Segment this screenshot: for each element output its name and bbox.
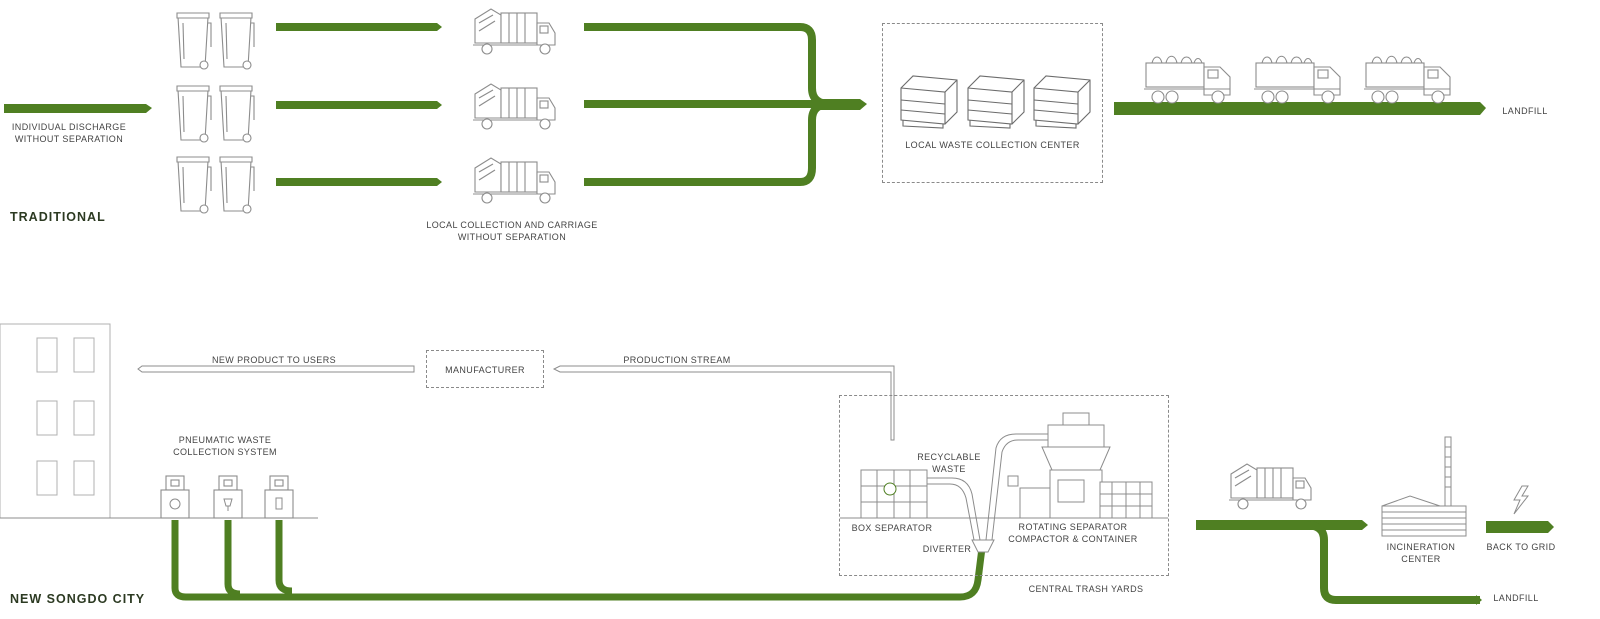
landfill-label-top: LANDFILL	[1502, 106, 1548, 116]
recycle-dump-truck-icon	[1363, 55, 1451, 104]
waste-bin-icon	[219, 85, 255, 143]
recyclable-label: RECYCLABLE WASTE	[914, 451, 984, 475]
pneumatic-label-line2: COLLECTION SYSTEM	[173, 447, 277, 457]
underground-pipes	[171, 520, 986, 601]
collection-label-line1: LOCAL COLLECTION AND CARRIAGE	[426, 220, 598, 230]
recyclable-label-line2: WASTE	[932, 464, 966, 474]
new-product-label: NEW PRODUCT TO USERS	[211, 355, 336, 365]
manufacturer-label: MANUFACTURER	[445, 365, 525, 375]
rotating-label-line2: COMPACTOR & CONTAINER	[1008, 534, 1138, 544]
building-icon	[0, 323, 111, 519]
production-stream-label: PRODUCTION STREAM	[623, 355, 731, 365]
collection-center-box	[882, 23, 1103, 183]
to-landfill-flow	[1114, 102, 1486, 115]
recycle-icon	[169, 498, 181, 510]
trash-yards-label: CENTRAL TRASH YARDS	[1028, 584, 1144, 594]
center-label: LOCAL WASTE COLLECTION CENTER	[905, 140, 1080, 150]
merge-arrow	[812, 99, 867, 110]
incineration-label-line2: CENTER	[1401, 554, 1441, 564]
glass-icon	[223, 498, 233, 511]
garbage-truck-icon	[472, 157, 556, 204]
incineration-label-line1: INCINERATION	[1386, 542, 1456, 552]
waste-bin-icon	[219, 156, 255, 214]
box-separator-icon	[860, 469, 928, 519]
pneumatic-label: PNEUMATIC WASTE COLLECTION SYSTEM	[160, 434, 290, 458]
can-icon	[275, 497, 283, 510]
discharge-label-line2: WITHOUT SEPARATION	[14, 134, 124, 144]
recyclable-label-line1: RECYCLABLE	[917, 452, 981, 462]
rotating-separator-label: ROTATING SEPARATOR COMPACTOR & CONTAINER	[1000, 521, 1146, 545]
incinerator-icon	[1381, 436, 1467, 537]
bin-to-truck-flows	[276, 23, 442, 186]
landfill-label-bottom: LANDFILL	[1493, 593, 1539, 603]
incineration-label: INCINERATION CENTER	[1378, 541, 1464, 565]
discharge-label-line1: INDIVIDUAL DISCHARGE	[11, 122, 127, 132]
dump-truck-icon	[1143, 55, 1231, 104]
garbage-truck-icon	[472, 8, 556, 55]
section-title-traditional: TRADITIONAL	[10, 210, 106, 224]
waste-bin-icon	[176, 12, 212, 70]
pneumatic-inlet-icon	[160, 475, 190, 519]
pneumatic-label-line1: PNEUMATIC WASTE	[178, 435, 272, 445]
collection-label-line2: WITHOUT SEPARATION	[457, 232, 567, 242]
waste-bin-icon	[219, 12, 255, 70]
rotating-separator-icon	[1007, 412, 1153, 519]
discharge-arrow	[4, 104, 152, 113]
collection-label: LOCAL COLLECTION AND CARRIAGE WITHOUT SE…	[426, 219, 598, 243]
section-title-songdo: NEW SONGDO CITY	[10, 592, 146, 606]
recyclable-pipe	[927, 433, 1062, 553]
garbage-truck-icon	[472, 83, 556, 130]
diverter-label: DIVERTER	[922, 544, 972, 554]
lightning-icon	[1513, 485, 1530, 515]
box-separator-label: BOX SEPARATOR	[851, 523, 933, 533]
discharge-label: INDIVIDUAL DISCHARGE WITHOUT SEPARATION	[4, 121, 134, 145]
dump-truck-icon	[1253, 55, 1341, 104]
waste-bin-icon	[176, 156, 212, 214]
waste-bin-icon	[176, 85, 212, 143]
merge-flows	[584, 23, 831, 186]
waste-bins	[176, 12, 255, 214]
manufacturer-box	[426, 350, 544, 388]
pneumatic-inlet-icon	[264, 475, 294, 519]
rotating-label-line1: ROTATING SEPARATOR	[1018, 522, 1128, 532]
pneumatic-inlet-icon	[213, 475, 243, 519]
trash-yards-box	[839, 395, 1169, 576]
exit-flows	[1196, 520, 1554, 605]
garbage-truck-icon	[1228, 463, 1312, 510]
back-to-grid-label: BACK TO GRID	[1486, 542, 1556, 552]
product-stream-arrows	[137, 365, 895, 441]
